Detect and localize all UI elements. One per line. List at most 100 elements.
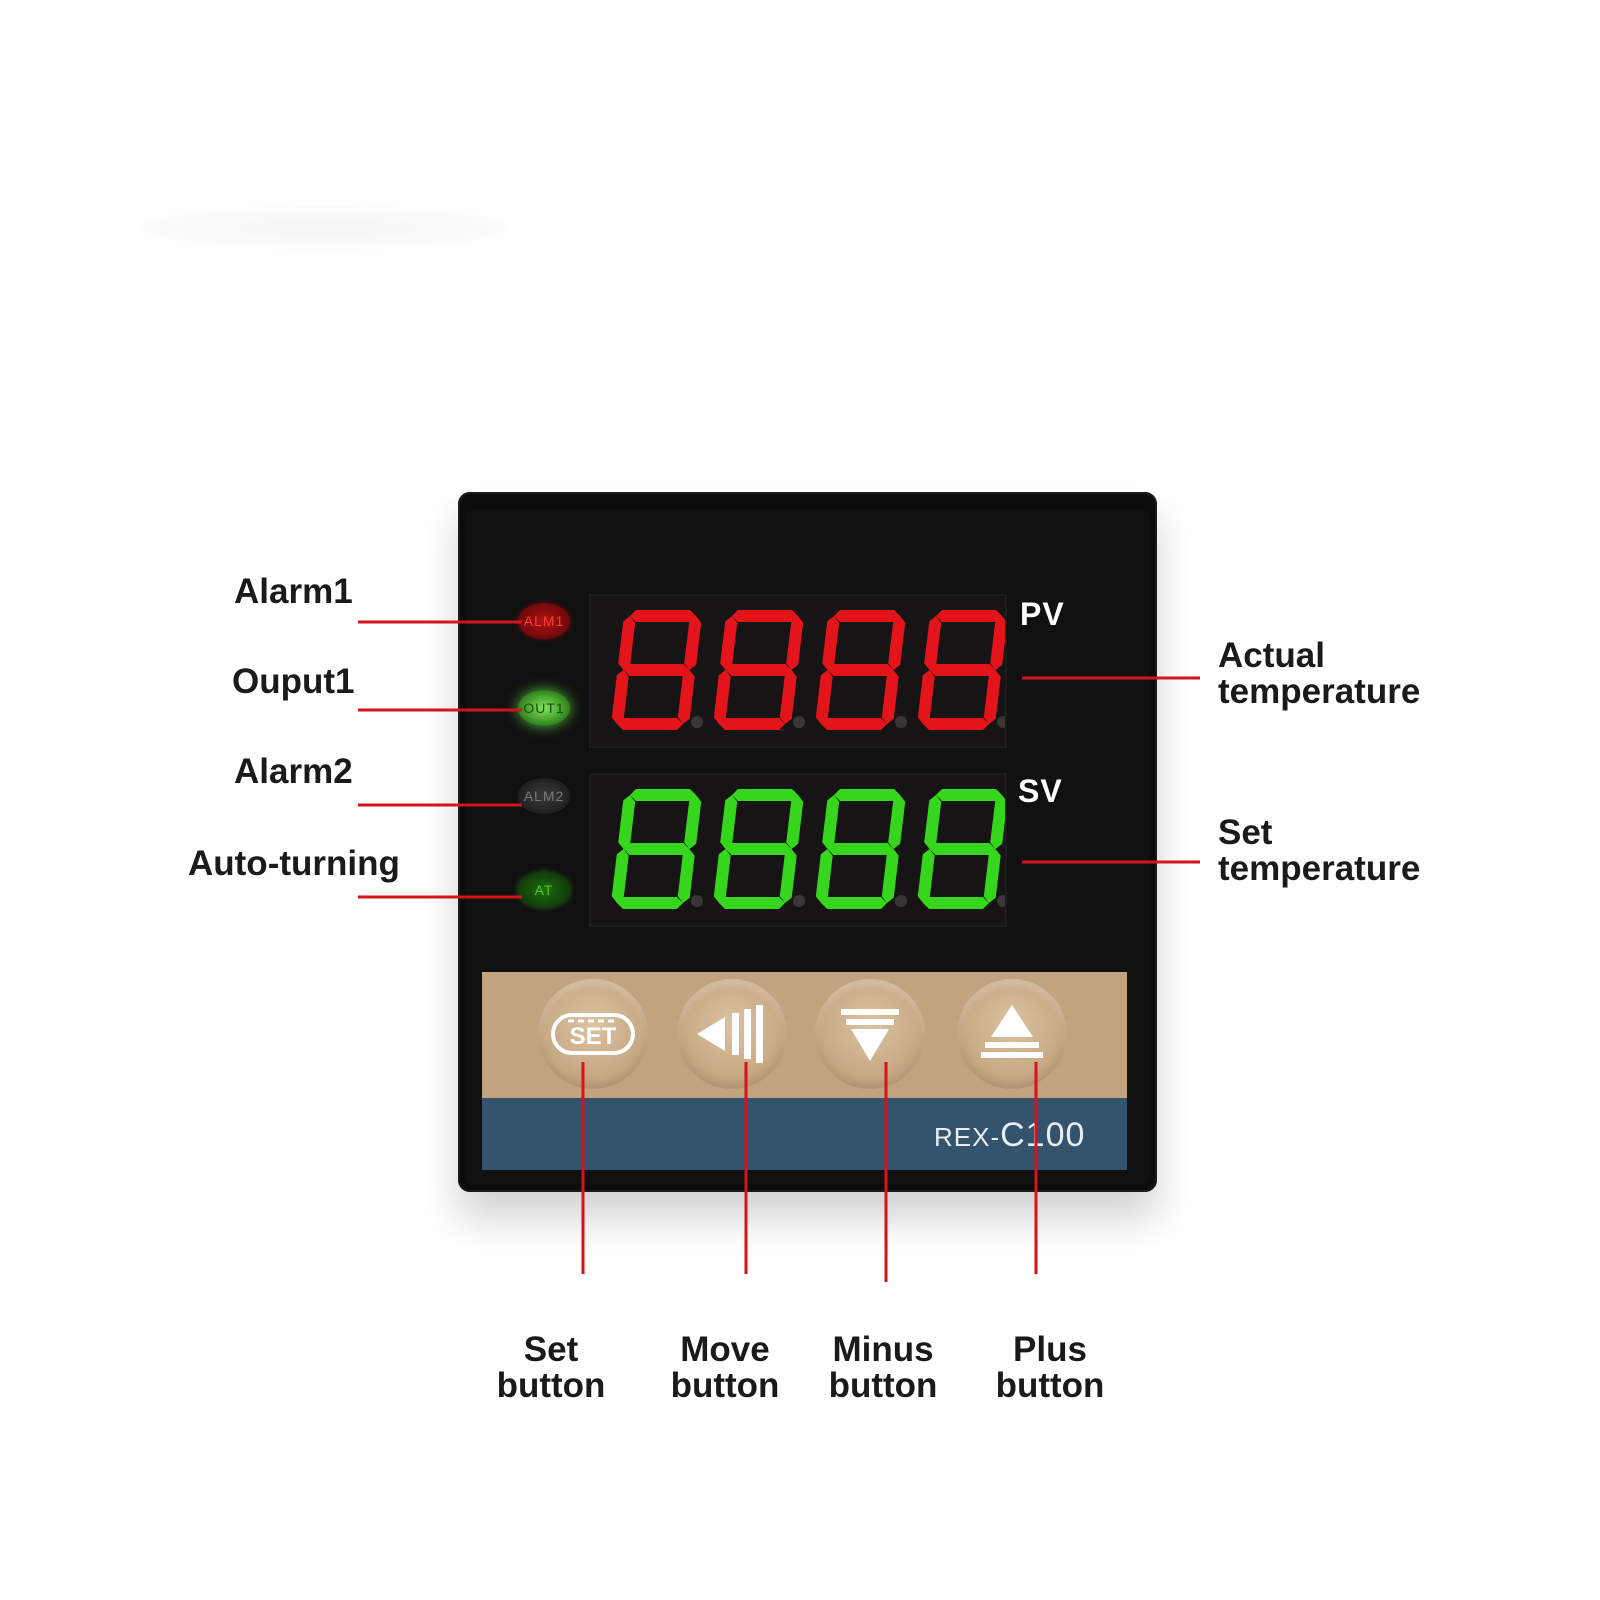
- pv-digit-3-segment-b: [888, 616, 906, 670]
- sv-digit-2-decimal-point: [793, 895, 805, 907]
- sv-digit-4-decimal-point: [997, 895, 1005, 907]
- pv-digit-2-segment-g: [725, 664, 792, 676]
- sv-digit-4-segment-e: [917, 849, 935, 903]
- pv-digit-4-segment-d: [923, 718, 989, 730]
- sv-digit-4-segment-b: [990, 795, 1005, 849]
- pv-display: [589, 594, 1007, 748]
- sv-digit-3-decimal-point: [895, 895, 907, 907]
- pv-digit-2-segment-c: [779, 670, 797, 724]
- move-button[interactable]: [677, 979, 787, 1089]
- sv-digit-1-segment-g: [623, 843, 690, 855]
- plus-button[interactable]: [957, 979, 1067, 1089]
- move-button-callout-line1: Move: [680, 1330, 770, 1369]
- sv-digit-3-segment-e: [815, 849, 833, 903]
- pv-digit-3-segment-f: [822, 616, 840, 670]
- pv-digit-4-decimal-point: [997, 716, 1005, 728]
- sv-digit-4-segment-d: [923, 897, 989, 909]
- set-button-callout: Set button: [481, 1332, 621, 1404]
- sv-digit-1-segment-c: [677, 849, 695, 903]
- sv-digit-2-segment-d: [719, 897, 785, 909]
- model-prefix: REX-: [934, 1122, 1001, 1152]
- minus-button-callout-line2: button: [828, 1366, 938, 1405]
- actual-temperature-line1: Actual: [1218, 636, 1325, 675]
- pv-digit-2-segment-e: [713, 670, 731, 724]
- set-button-label: SET: [570, 1023, 617, 1050]
- sv-digit-2-segment-c: [779, 849, 797, 903]
- sv-digit-4-segment-a: [936, 789, 1002, 801]
- pv-digit-1-segment-f: [618, 616, 636, 670]
- pv-digit-1-segment-a: [630, 610, 696, 622]
- pv-digit-1-segment-b: [684, 616, 702, 670]
- sv-digit-3-segment-a: [834, 789, 900, 801]
- pv-digit-1-segment-c: [677, 670, 695, 724]
- auto-tuning-callout: Auto-turning: [188, 844, 400, 883]
- reflection-shadow: [140, 205, 510, 250]
- sv-digit-3-segment-b: [888, 795, 906, 849]
- pv-digit-3-segment-e: [815, 670, 833, 724]
- pv-digit-4-segment-e: [917, 670, 935, 724]
- set-temperature-line1: Set: [1218, 813, 1273, 852]
- sv-digit-4-segment-g: [929, 843, 996, 855]
- actual-temperature-callout: Actual temperature: [1218, 638, 1420, 710]
- sv-digit-1-segment-b: [684, 795, 702, 849]
- pv-digit-4-segment-c: [983, 670, 1001, 724]
- pv-digit-1-segment-g: [623, 664, 690, 676]
- set-temperature-line2: temperature: [1218, 849, 1421, 888]
- pv-digit-3-segment-c: [881, 670, 899, 724]
- alarm1-callout: Alarm1: [234, 572, 353, 611]
- sv-digit-3-segment-d: [821, 897, 887, 909]
- pv-digit-1-segment-e: [611, 670, 629, 724]
- plus-button-callout: Plus button: [980, 1332, 1120, 1404]
- alarm2-callout: Alarm2: [234, 752, 353, 791]
- sv-digit-3-segment-g: [827, 843, 894, 855]
- set-button[interactable]: SET: [538, 979, 648, 1089]
- sv-label: SV: [1018, 773, 1063, 809]
- sv-seven-segment: [611, 789, 1005, 909]
- sv-digit-2-segment-f: [720, 795, 738, 849]
- auto-tuning-led: AT: [518, 872, 570, 908]
- sv-digit-1-segment-e: [611, 849, 629, 903]
- sv-digit-4-segment-c: [983, 849, 1001, 903]
- sv-digit-2-segment-g: [725, 843, 792, 855]
- pv-digit-2-segment-b: [786, 616, 804, 670]
- move-button-callout-line2: button: [670, 1366, 780, 1405]
- actual-temperature-line2: temperature: [1218, 672, 1421, 711]
- sv-display: [589, 773, 1007, 927]
- sv-digit-3-segment-f: [822, 795, 840, 849]
- sv-digit-1-segment-f: [618, 795, 636, 849]
- alarm2-led: ALM2: [518, 778, 570, 814]
- model-label: REX-C100: [934, 1116, 1085, 1155]
- minus-button-callout: Minus button: [813, 1332, 953, 1404]
- down-triangle-icon: [841, 1009, 899, 1061]
- sv-digit-2-segment-a: [732, 789, 798, 801]
- minus-button-callout-line1: Minus: [832, 1330, 934, 1369]
- pv-digit-4-segment-g: [929, 664, 996, 676]
- set-button-callout-line2: button: [496, 1366, 606, 1405]
- sv-digit-3-segment-c: [881, 849, 899, 903]
- pv-digit-3-segment-a: [834, 610, 900, 622]
- pv-digit-3-segment-g: [827, 664, 894, 676]
- move-button-callout: Move button: [655, 1332, 795, 1404]
- minus-button[interactable]: [815, 979, 925, 1089]
- pv-digit-4-segment-f: [924, 616, 942, 670]
- pv-digit-4-segment-b: [990, 616, 1005, 670]
- sv-digit-2-segment-b: [786, 795, 804, 849]
- up-triangle-icon: [981, 1005, 1043, 1058]
- sv-digit-1-segment-d: [617, 897, 683, 909]
- alarm1-led: ALM1: [518, 603, 570, 639]
- pv-digit-1-decimal-point: [691, 716, 703, 728]
- set-icon: SET: [551, 1013, 635, 1055]
- pv-digit-4-segment-a: [936, 610, 1002, 622]
- sv-digit-2-segment-e: [713, 849, 731, 903]
- plus-button-callout-line1: Plus: [1013, 1330, 1087, 1369]
- pv-digit-2-segment-d: [719, 718, 785, 730]
- pv-label: PV: [1020, 596, 1065, 632]
- model-number: C100: [1000, 1116, 1086, 1154]
- brand-strip: [482, 1098, 1127, 1170]
- pv-digit-1-segment-d: [617, 718, 683, 730]
- pv-digit-2-segment-f: [720, 616, 738, 670]
- pv-digit-2-segment-a: [732, 610, 798, 622]
- plus-button-callout-line2: button: [995, 1366, 1105, 1405]
- sv-digit-4-segment-f: [924, 795, 942, 849]
- sv-digit-1-decimal-point: [691, 895, 703, 907]
